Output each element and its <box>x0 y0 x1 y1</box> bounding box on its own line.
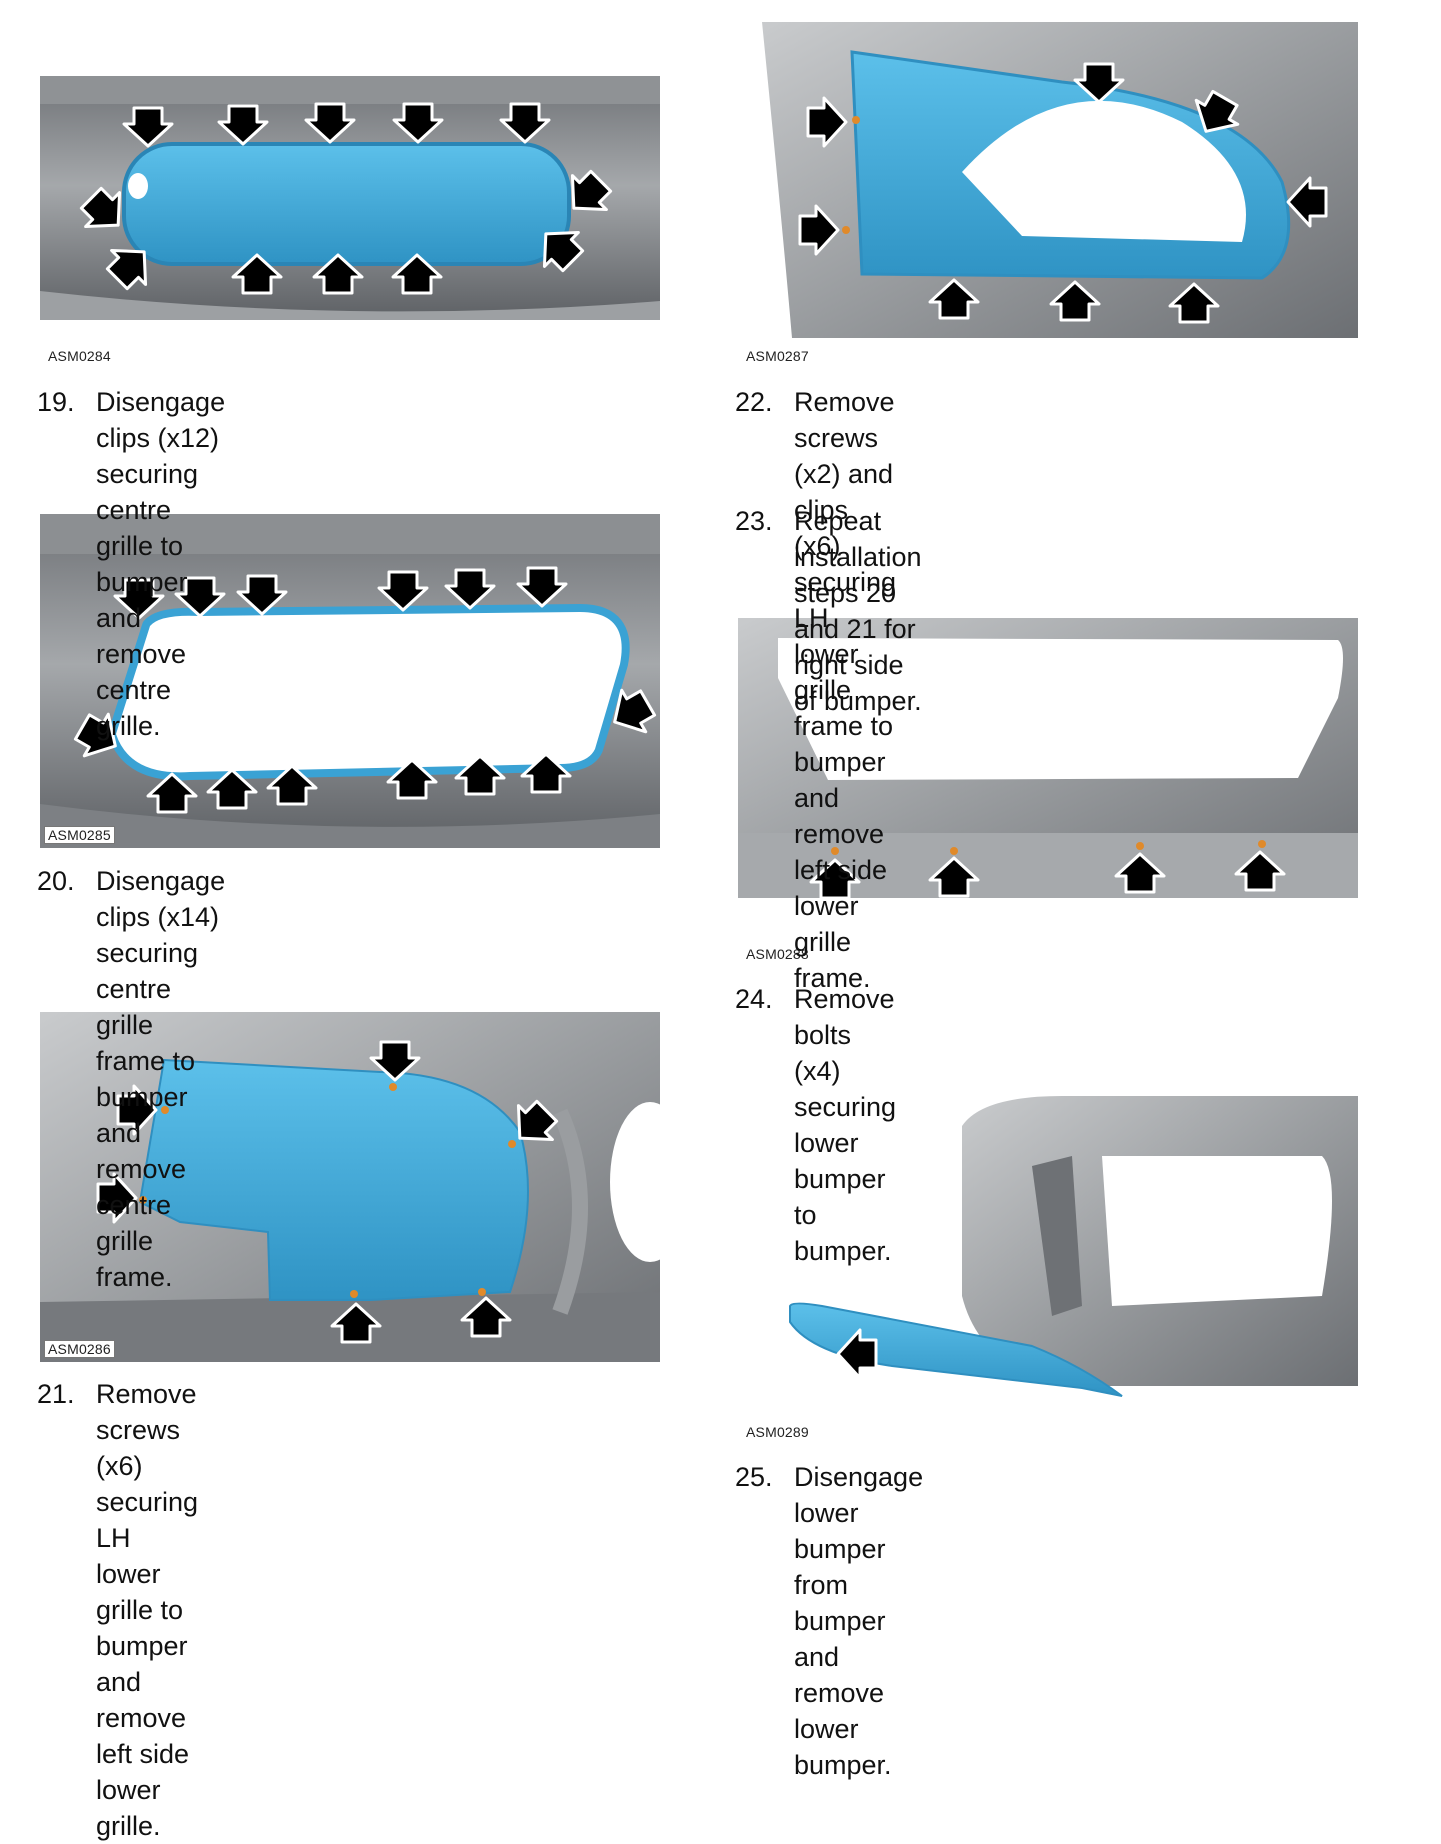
lh-lower-grille <box>138 1058 529 1301</box>
figure-code: ASM0286 <box>44 1340 115 1358</box>
fastener-dot-icon <box>842 116 860 234</box>
fastener-dot-icon <box>831 840 1266 855</box>
figure-lh-lower-grille-frame <box>762 22 1358 338</box>
figure-code: ASM0288 <box>746 946 809 962</box>
figure-lh-lower-grille <box>40 1012 660 1362</box>
figure-code: ASM0287 <box>746 348 809 364</box>
fastener-dot-icon <box>139 1083 516 1298</box>
figure-lower-bumper-bolts <box>738 618 1358 898</box>
figure-centre-grille <box>40 76 660 320</box>
figure-centre-grille-frame <box>40 514 660 848</box>
manual-page: { "figures": [ {"code": "ASM0284"}, {"co… <box>37 22 1358 1841</box>
centre-grille <box>122 142 571 266</box>
figure-code: ASM0284 <box>48 348 111 364</box>
figure-code: ASM0289 <box>746 1424 809 1440</box>
figure-code: ASM0285 <box>44 826 115 844</box>
figure-lower-bumper-removal <box>782 1096 1358 1406</box>
